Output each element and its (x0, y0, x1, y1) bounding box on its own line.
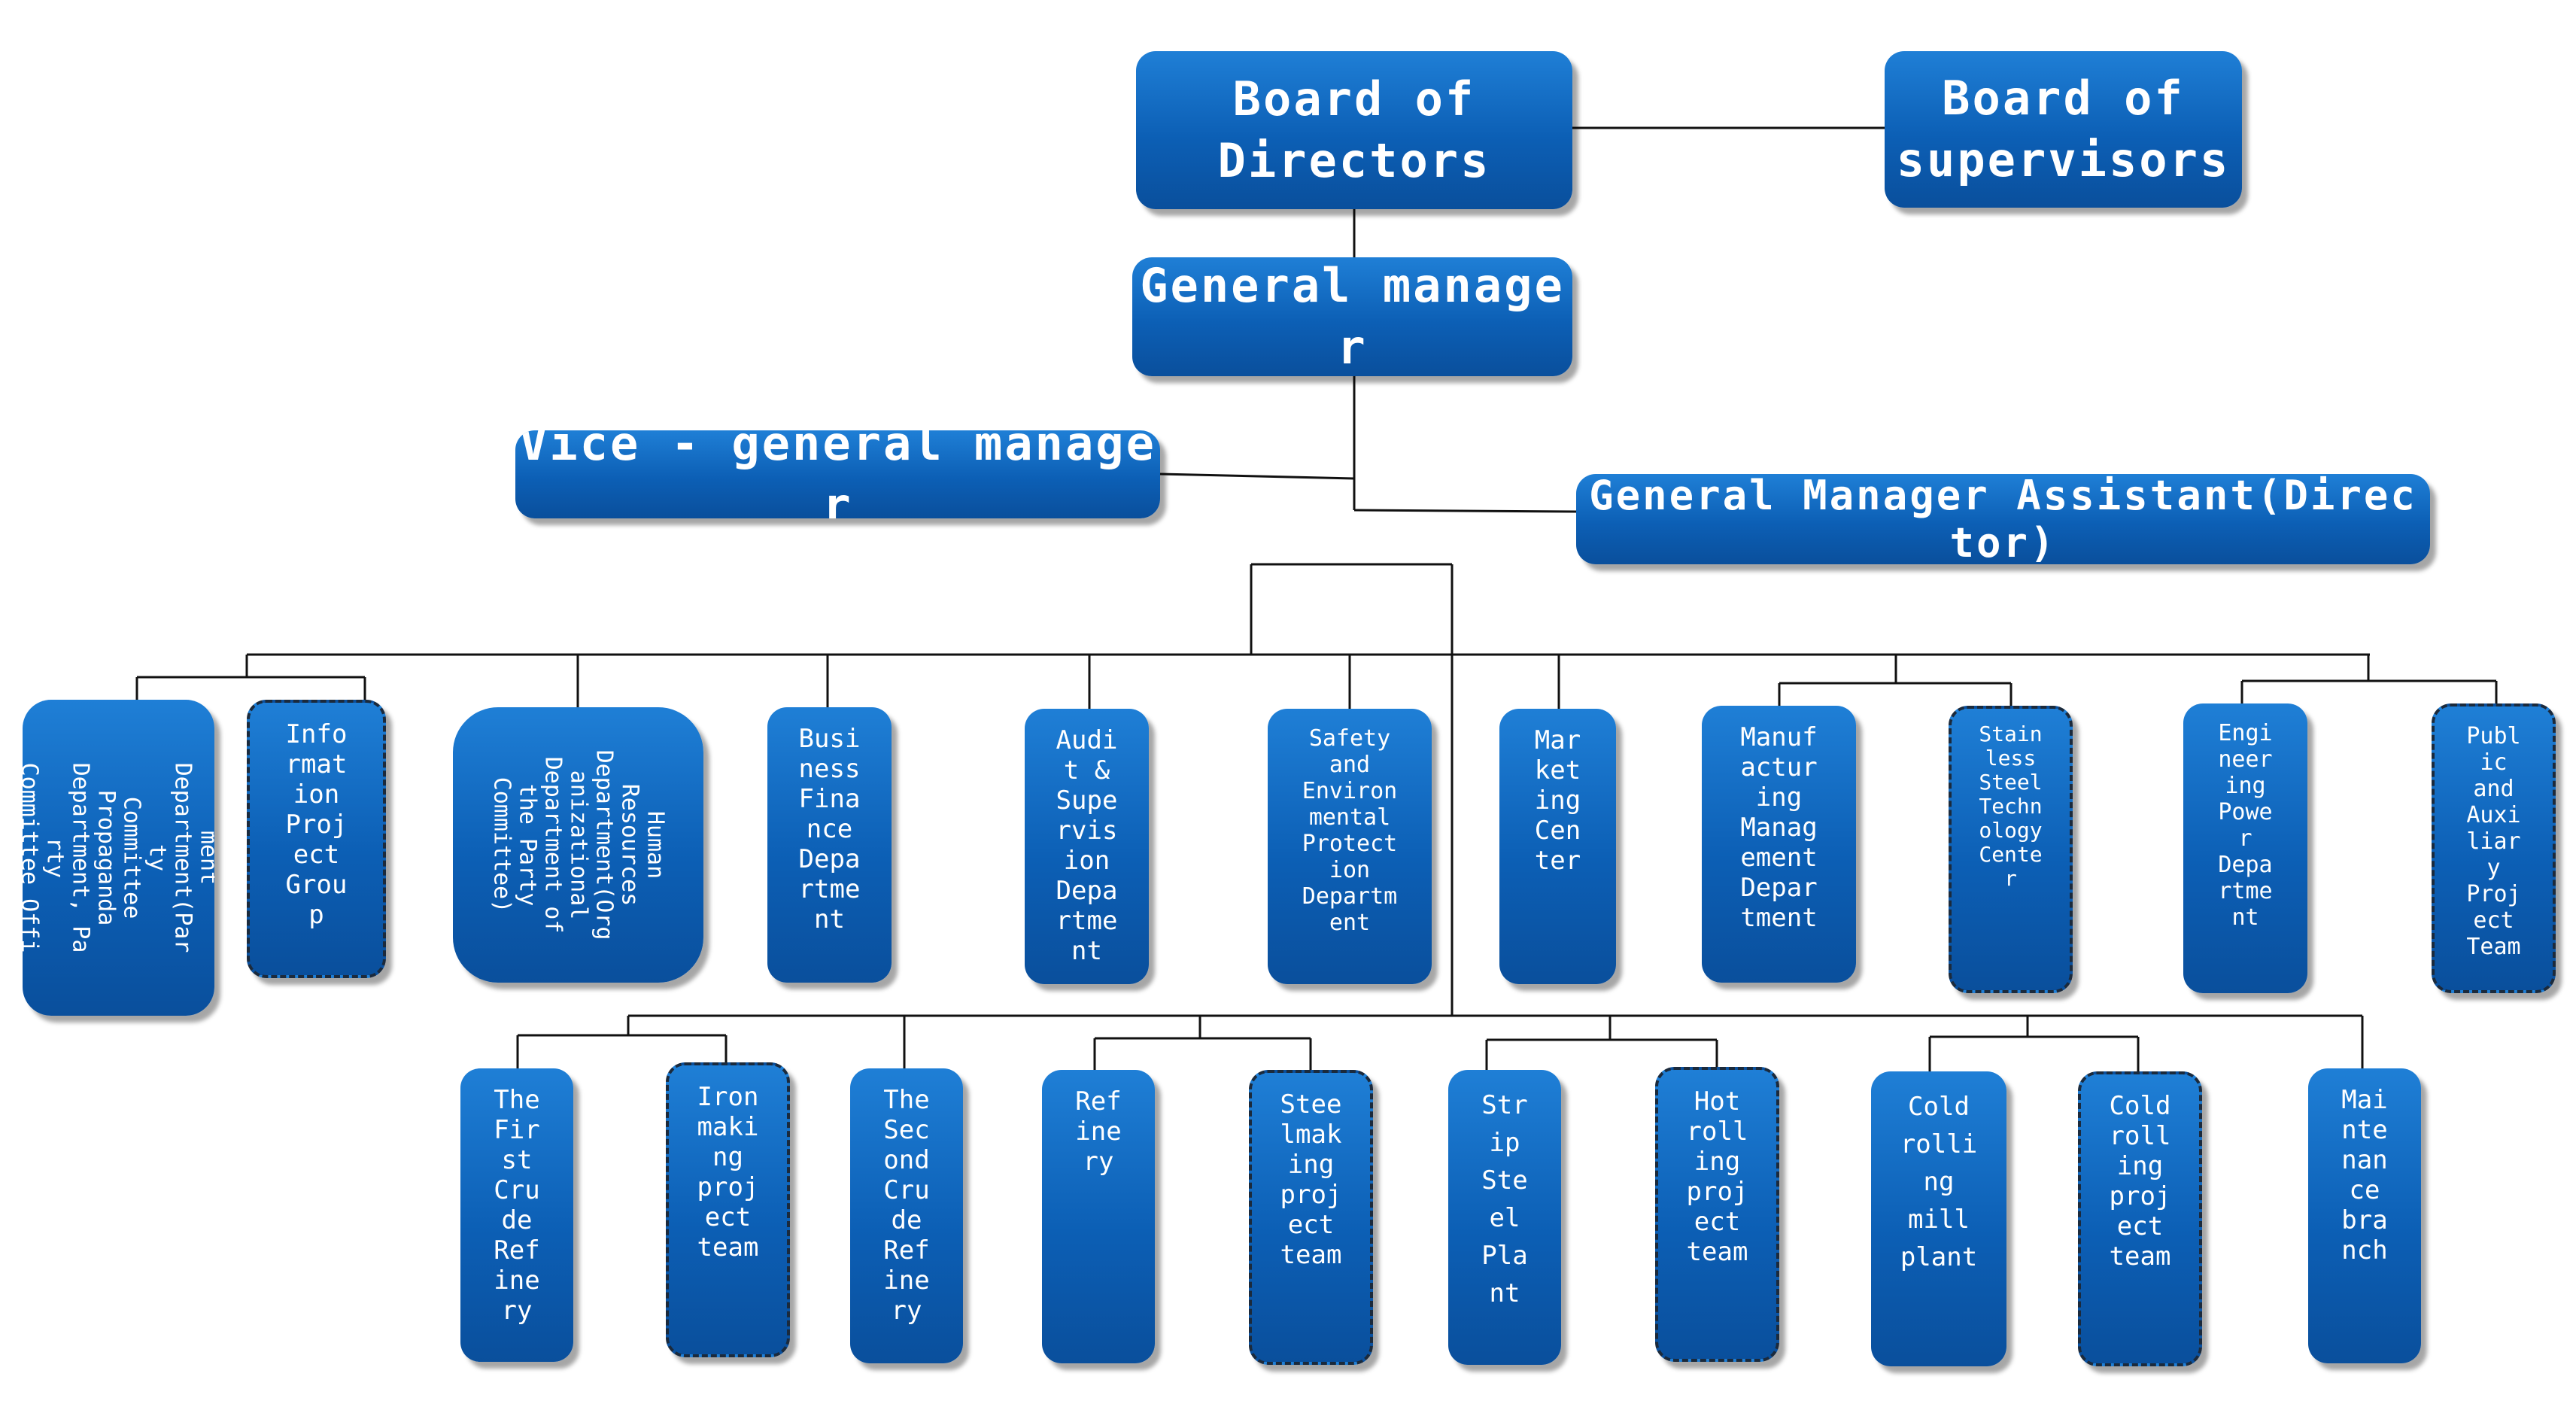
dept-stainless-steel-technology-center[interactable]: Stain less Steel Techn ology Cente r (1949, 706, 2073, 993)
dept-public-auxiliary-project-team[interactable]: Publ ic and Auxi liar y Proj ect Team (2432, 703, 2556, 993)
unit-second-crude-refinery[interactable]: The Sec ond Cru de Ref ine ry (850, 1068, 963, 1363)
unit-first-crude-refinery[interactable]: The Fir st Cru de Ref ine ry (460, 1068, 573, 1362)
unit-cold-rolling-project-team[interactable]: Cold roll ing proj ect team (2078, 1071, 2202, 1366)
unit-refinery[interactable]: Ref ine ry (1042, 1070, 1155, 1363)
unit-cold-rolling-mill-plant[interactable]: Cold rolli ng mill plant (1871, 1071, 2006, 1366)
connector-gm-assistant (1353, 509, 1577, 513)
unit-maintenance-branch[interactable]: Mai nte nan ce bra nch (2308, 1068, 2421, 1363)
vice-general-manager-box[interactable]: Vice - general manager (515, 430, 1160, 518)
dept-human-resources-label: Human Resources Department(Org anization… (488, 749, 669, 940)
board-of-supervisors-box[interactable]: Board of supervisors (1885, 51, 2242, 208)
dept-business-finance[interactable]: Busi ness Fina nce Depa rtme nt (767, 707, 892, 983)
unit-ironmaking-project-team[interactable]: Iron maki ng proj ect team (666, 1062, 790, 1357)
dept-human-resources[interactable]: Human Resources Department(Org anization… (453, 707, 703, 983)
unit-strip-steel-plant[interactable]: Str ip Ste el Pla nt (1448, 1070, 1561, 1365)
board-of-directors-box[interactable]: Board of Directors (1136, 51, 1572, 209)
general-manager-assistant-box[interactable]: General Manager Assistant(Director) (1576, 474, 2430, 564)
dept-manufacturing-management[interactable]: Manuf actur ing Manag ement Depar tment (1702, 706, 1856, 983)
unit-hot-rolling-project-team[interactable]: Hot roll ing proj ect team (1655, 1067, 1779, 1362)
dept-marketing-center[interactable]: Mar ket ing Cen ter (1499, 709, 1616, 984)
dept-engineering-power[interactable]: Engi neer ing Powe r Depa rtme nt (2183, 703, 2307, 993)
unit-steelmaking-project-team[interactable]: Stee lmak ing proj ect team (1249, 1070, 1373, 1365)
connector-vice-gm (1159, 473, 1355, 480)
dept-information-project-group[interactable]: Info rmat ion Proj ect Grou p (247, 700, 386, 978)
dept-audit-supervision[interactable]: Audi t & Supe rvis ion Depa rtme nt (1025, 709, 1149, 984)
dept-safety-environmental[interactable]: Safety and Environ mental Protect ion De… (1268, 709, 1432, 984)
general-manager-box[interactable]: General manager (1132, 257, 1572, 376)
